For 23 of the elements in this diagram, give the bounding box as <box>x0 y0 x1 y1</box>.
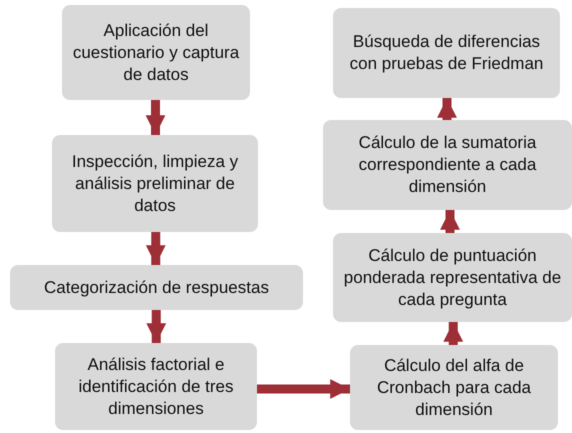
arrow <box>440 210 460 233</box>
arrow <box>146 232 166 265</box>
process-box <box>10 265 303 310</box>
process-box <box>52 135 258 232</box>
arrow <box>443 322 464 345</box>
process-box <box>62 5 250 100</box>
arrow <box>257 379 350 399</box>
process-box <box>55 343 257 430</box>
step-text: Análisis factorial e identificación de tres dimensiones <box>78 354 234 420</box>
step-text: Búsqueda de diferencias con pruebas de Friedman <box>348 31 544 75</box>
step-text: Aplicación del cuestionario y captura de datos <box>72 20 240 86</box>
step-text: Cálculo de puntuación ponderada representativa de cada pregunta <box>342 244 562 310</box>
arrow <box>146 100 166 135</box>
arrow <box>437 98 457 120</box>
process-box <box>333 8 560 98</box>
step-text: Cálculo del alfa de Cronbach para cada dimensión <box>376 354 532 420</box>
arrow <box>146 310 166 343</box>
step-text: Categorización de respuestas <box>44 276 269 298</box>
process-box <box>323 120 572 210</box>
step-text: Cálculo de la sumatoria correspondiente a cada dimensión <box>358 132 538 198</box>
step-text: Inspección, limpieza y análisis preliminar de datos <box>70 150 240 216</box>
process-box <box>350 345 558 430</box>
process-box <box>333 233 572 322</box>
